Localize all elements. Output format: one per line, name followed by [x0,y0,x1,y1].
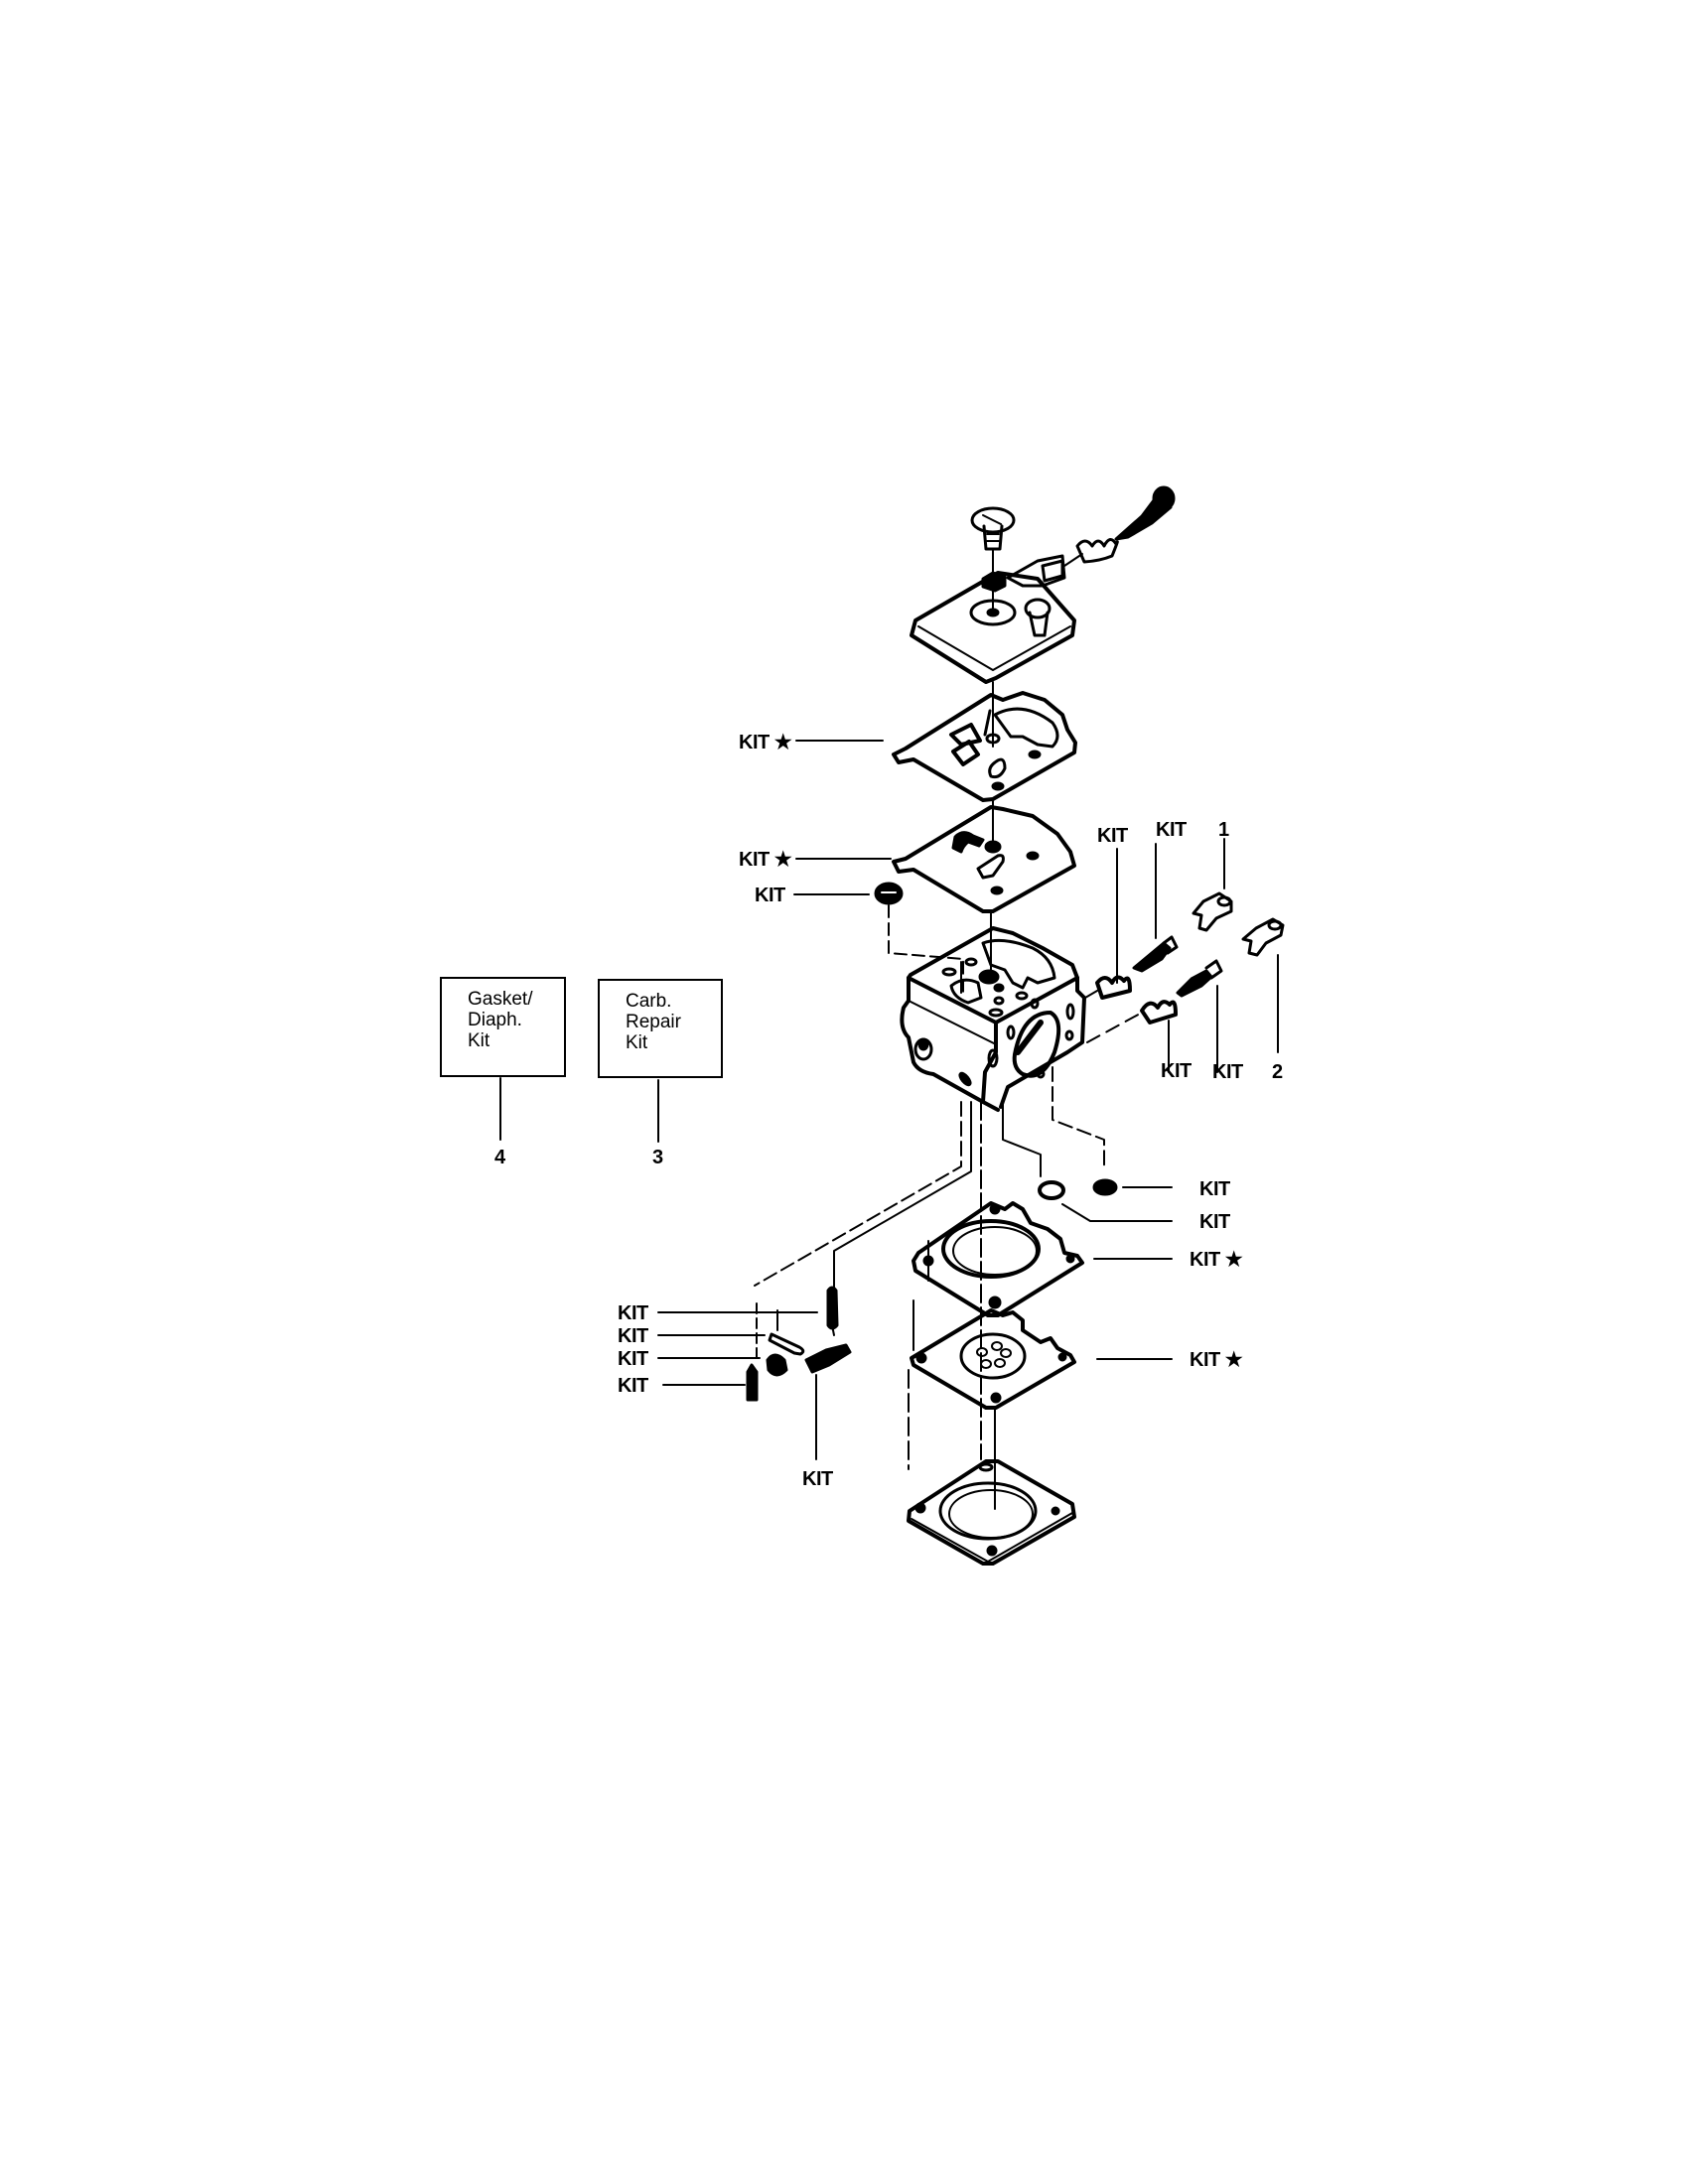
o-ring-part [1038,1180,1065,1200]
gasket-diaph-kit-label: Gasket/ Diaph. Kit [468,989,533,1051]
assembly-leader-lines [754,1066,1105,1510]
callout-low-speed-needle: KIT [1212,1061,1243,1083]
callout-inlet-lever-pin: KIT [618,1325,648,1347]
pump-diaphragm-part [910,1308,1076,1410]
callout-inlet-screen: KIT [755,885,785,906]
callout-inlet-lever-spring: KIT [618,1302,648,1324]
check-valve-screen-part [1092,1178,1118,1196]
pump-gasket-part [912,1201,1084,1317]
callout-limiter-cap-1: 1 [1218,819,1229,841]
metering-diaphragm-part [892,799,1076,913]
callout-metering-gasket: KIT ★ [739,732,792,753]
metering-gasket [892,691,1077,802]
callout-low-speed-spring: KIT [1161,1060,1192,1082]
callout-o-ring: KIT [1199,1211,1230,1233]
pump-cover-part [907,1459,1076,1566]
callout-pump-gasket: KIT ★ [1190,1249,1243,1271]
inlet-screen-part [874,882,964,994]
adjustment-needles [1084,891,1285,1043]
carburetor-body [900,910,1086,1112]
callout-leaders [499,740,1279,1386]
gasket-diaph-kit-box: Gasket/ Diaph. Kit [440,977,566,1077]
callout-metering-diaphragm: KIT ★ [739,849,792,871]
metering-cover-assembly [910,485,1176,698]
carb-repair-kit-label: Carb. Repair Kit [626,991,681,1053]
callout-high-speed-spring: KIT [1097,825,1128,847]
ref-number-4: 4 [494,1147,506,1168]
callout-limiter-cap-2: 2 [1272,1061,1283,1083]
carb-repair-kit-box: Carb. Repair Kit [598,979,723,1078]
ref-number-3: 3 [652,1147,664,1168]
callout-pump-diaphragm: KIT ★ [1190,1349,1243,1371]
callout-check-valve-screen: KIT [1199,1178,1230,1200]
callout-inlet-control-lever: KIT [802,1468,833,1490]
inlet-lever-parts [746,1286,852,1460]
callout-pin-screw: KIT [618,1348,648,1370]
callout-inlet-needle: KIT [618,1375,648,1397]
callout-high-speed-needle: KIT [1156,819,1187,841]
